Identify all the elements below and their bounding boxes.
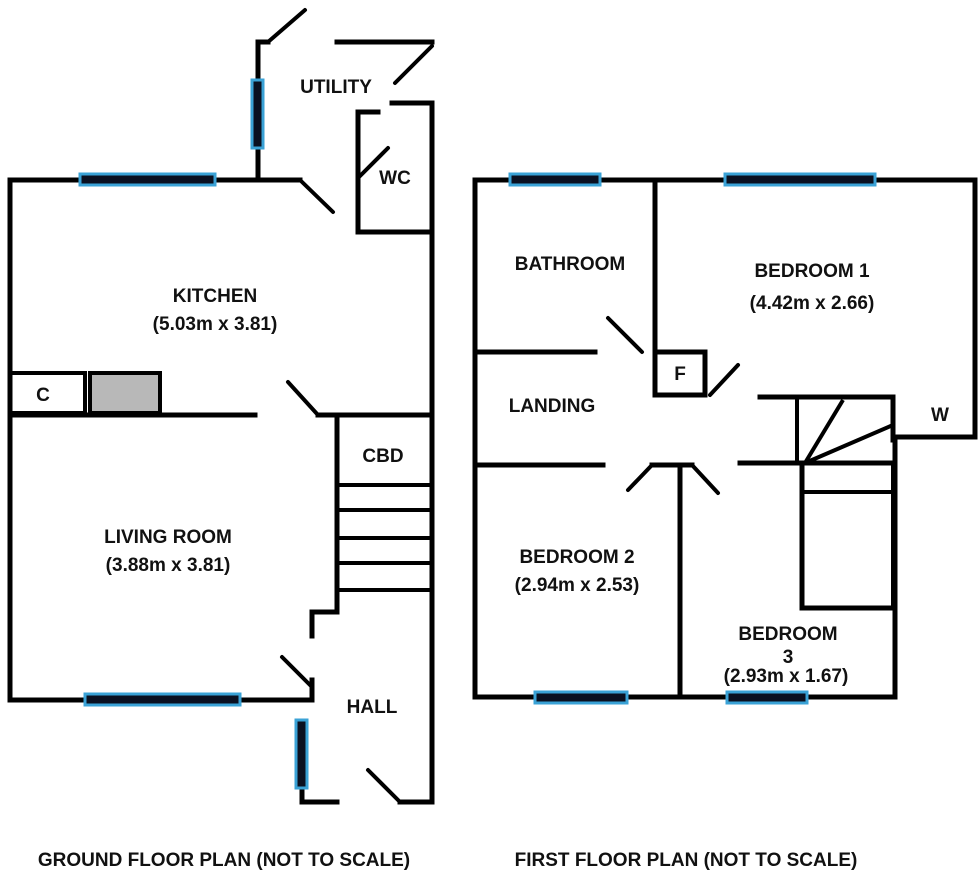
ff-bedroom3-door	[690, 463, 720, 495]
ground-floor-plan: UTILITY WC KITCHEN (5.03m x 3.81) C CBD …	[7, 8, 435, 871]
ff-window-bathroom	[508, 172, 602, 187]
ff-window-bedroom3	[725, 690, 809, 705]
ff-window-bedroom2	[533, 690, 629, 705]
gf-hall-west-wall	[299, 677, 315, 703]
gf-window-living	[83, 692, 242, 707]
gf-window-utility	[250, 78, 265, 150]
label-bedroom2: BEDROOM 2	[519, 547, 634, 568]
ff-window-bedroom1	[723, 172, 877, 187]
gf-wc-wall	[355, 109, 435, 235]
label-hall: HALL	[347, 697, 398, 718]
ff-bathroom-door	[606, 316, 644, 354]
label-wardrobe: W	[931, 405, 949, 426]
label-bathroom: BATHROOM	[515, 254, 625, 275]
ff-flue-cupboard	[652, 349, 708, 398]
gf-kitchen-door	[298, 178, 335, 214]
label-cbd: CBD	[362, 446, 403, 467]
gf-window-kitchen	[78, 172, 217, 187]
gf-utility-back-door	[393, 44, 434, 85]
gf-chimney-breast	[88, 371, 162, 415]
ff-bedroom2-door	[626, 463, 654, 492]
gf-wc-door	[356, 146, 390, 180]
label-bedroom3-dims: (2.93m x 1.67)	[724, 666, 849, 687]
label-bedroom1: BEDROOM 1	[754, 261, 870, 282]
label-living-room: LIVING ROOM	[104, 527, 232, 548]
gf-window-hall	[294, 718, 309, 790]
label-flue: F	[674, 364, 686, 385]
ff-north-east-wall	[799, 177, 978, 611]
ff-outer-wall	[472, 177, 538, 700]
label-bedroom2-dims: (2.94m x 2.53)	[515, 575, 640, 596]
ff-stair-wind-1	[803, 398, 845, 465]
label-wc: WC	[379, 168, 411, 189]
gf-hall-door	[280, 655, 314, 689]
label-utility: UTILITY	[300, 77, 372, 98]
first-floor-plan: BATHROOM BEDROOM 1 (4.42m x 2.66) F LAND…	[472, 172, 978, 871]
label-kitchen: KITCHEN	[173, 286, 257, 307]
gf-outer-wall-west	[7, 177, 218, 703]
gf-front-door	[366, 768, 402, 804]
first-floor-caption: FIRST FLOOR PLAN (NOT TO SCALE)	[515, 850, 858, 871]
ground-floor-caption: GROUND FLOOR PLAN (NOT TO SCALE)	[38, 850, 410, 871]
label-bedroom3-number: 3	[783, 647, 794, 668]
gf-stair-wall	[309, 412, 340, 639]
label-bedroom3: BEDROOM	[738, 624, 837, 645]
label-bedroom1-dims: (4.42m x 2.66)	[750, 293, 875, 314]
ff-stair-wind-2	[804, 423, 894, 465]
label-landing: LANDING	[509, 396, 596, 417]
gf-utility-east-wall	[389, 100, 435, 805]
ff-bedroom1-door	[708, 363, 740, 397]
label-kitchen-dims: (5.03m x 3.81)	[153, 314, 278, 335]
gf-utility-door	[266, 8, 307, 44]
label-cupboard: C	[36, 385, 50, 406]
gf-living-door	[286, 380, 320, 417]
gf-hall-south-wall	[299, 787, 340, 805]
label-living-room-dims: (3.88m x 3.81)	[106, 555, 231, 576]
